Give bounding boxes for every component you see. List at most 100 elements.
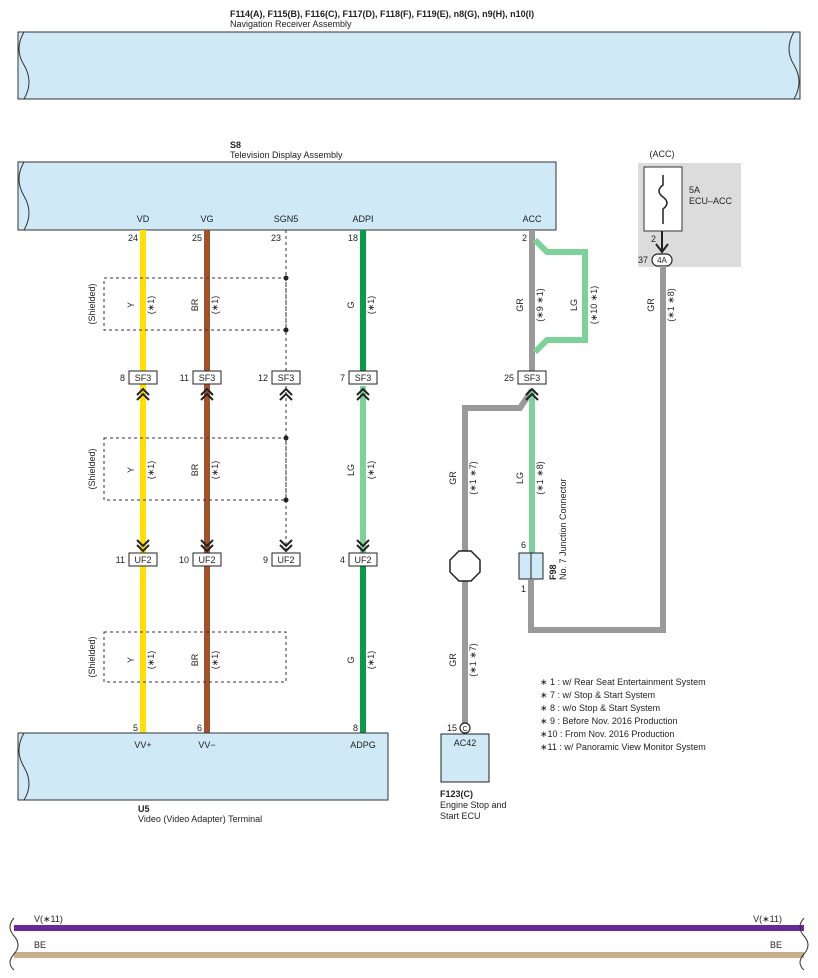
legend: ∗ 1 : w/ Rear Seat Entertainment System … [540,677,706,752]
wire-labels: Y (∗1) BR (∗1) G (∗1) GR (∗9 ∗1) LG (∗10… [126,286,676,677]
label-n1: (∗1) [366,651,376,670]
fuse-rating: 5A [689,185,700,195]
ecu-code: F123(C) [440,789,473,799]
legend-item: ∗11 : w/ Panoramic View Monitor System [540,742,706,752]
chevron-up-icon [356,387,370,401]
splice-octagon-icon [449,550,481,582]
shielded-label-mid: (Shielded) [87,448,97,489]
tv-pin-sgn5: SGN5 [274,214,299,224]
tv-pin-acc: ACC [522,214,542,224]
chevron-down-icon [136,539,150,553]
tv-num-vd: 24 [128,233,138,243]
shield-dot [283,435,289,441]
tv-pin-vd: VD [137,214,150,224]
uf2-connector [192,552,222,567]
label-n1-7: (∗1 ∗7) [468,461,478,495]
label-n1-7: (∗1 ∗7) [468,643,478,677]
label-lg: LG [569,299,579,311]
wires [140,230,666,733]
label-y: Y [126,467,136,473]
junction-pin-bot: 1 [521,584,526,594]
shield-box-top [103,277,287,331]
chevron-up-icon [200,387,214,401]
legend-item: ∗ 8 : w/o Stop & Start System [540,703,660,713]
legend-item: ∗ 7 : w/ Stop & Start System [540,690,655,700]
sf3-num: 7 [340,373,345,383]
shield-box-mid [103,437,287,501]
video-name: Video (Video Adapter) Terminal [138,814,262,824]
fuse-icon [658,175,668,224]
sf3-id: SF3 [524,373,541,383]
uf2-num: 11 [116,555,125,565]
label-gr: GR [448,471,458,485]
tv-name: Television Display Assembly [230,150,343,160]
label-n1: (∗1) [146,651,156,670]
tv-code: S8 [230,140,241,150]
uf2-connector [348,552,378,567]
sf3-id: SF3 [278,373,295,383]
chevron-up-icon [136,387,150,401]
sf3-connector [348,370,378,385]
tv-num-sgn5: 23 [271,233,281,243]
sf3-connectors: SF3 8 SF3 11 SF3 12 SF3 7 SF3 25 [120,370,547,401]
sf3-num: 12 [258,373,268,383]
video-terminal-box [17,732,389,801]
uf2-num: 9 [263,555,268,565]
label-br: BR [190,298,200,311]
label-n1: (∗1) [146,296,156,315]
junction-pin-top: 6 [521,540,526,550]
bottom-v-right: V(∗11) [753,914,782,924]
nav-break-right [788,31,800,100]
label-n1: (∗1) [366,461,376,480]
wire-gr-junction-fuse [528,266,666,633]
sf3-id: SF3 [135,373,152,383]
ecu-line1: Engine Stop and [440,800,507,810]
chevron-down-icon [356,539,370,553]
tv-num-adpi: 18 [348,233,358,243]
video-pin-vvp: VV+ [134,740,151,750]
ecu-pin: 15 [447,723,457,733]
sf3-connector [192,370,222,385]
shield-box-bottom [103,631,287,683]
bottom-break-right [799,917,809,971]
label-gr: GR [448,653,458,667]
sf3-id: SF3 [199,373,216,383]
video-num-vvm: 6 [197,723,202,733]
label-gr: GR [646,298,656,312]
label-n10-1: (∗10 ∗1) [589,286,599,325]
tv-num-vg: 25 [192,233,202,243]
label-n9-1: (∗9 ∗1) [535,288,545,322]
label-y: Y [126,302,136,308]
bottom-be-right: BE [770,940,782,950]
bottom-be-left: BE [34,940,46,950]
tv-num-acc: 2 [522,233,527,243]
label-n1: (∗1) [366,296,376,315]
label-y: Y [126,657,136,663]
uf2-num: 10 [179,555,189,565]
label-br: BR [190,463,200,476]
ecu-box [440,733,490,783]
tv-display-box [17,161,557,231]
fuse-header: (ACC) [650,149,675,159]
uf2-connector [271,552,301,567]
label-g: G [346,656,356,663]
chevron-down-icon [200,539,214,553]
junction-code: F98 [548,564,558,580]
sf3-num: 25 [504,373,514,383]
shield-dot [283,497,289,503]
sf3-num: 11 [180,373,189,383]
video-num-vvp: 5 [133,723,138,733]
chevron-up-icon [525,387,539,401]
uf2-id: UF2 [354,555,371,565]
tv-pin-adpi: ADPI [352,214,373,224]
legend-item: ∗ 1 : w/ Rear Seat Entertainment System [540,677,706,687]
video-pin-adpg: ADPG [350,740,376,750]
nav-name: Navigation Receiver Assembly [230,19,352,29]
chevron-down-icon [279,539,293,553]
label-gr: GR [515,298,525,312]
uf2-connector [128,552,158,567]
label-n1: (∗1) [210,461,220,480]
bottom-break-left [9,917,19,971]
video-num-adpg: 8 [353,723,358,733]
